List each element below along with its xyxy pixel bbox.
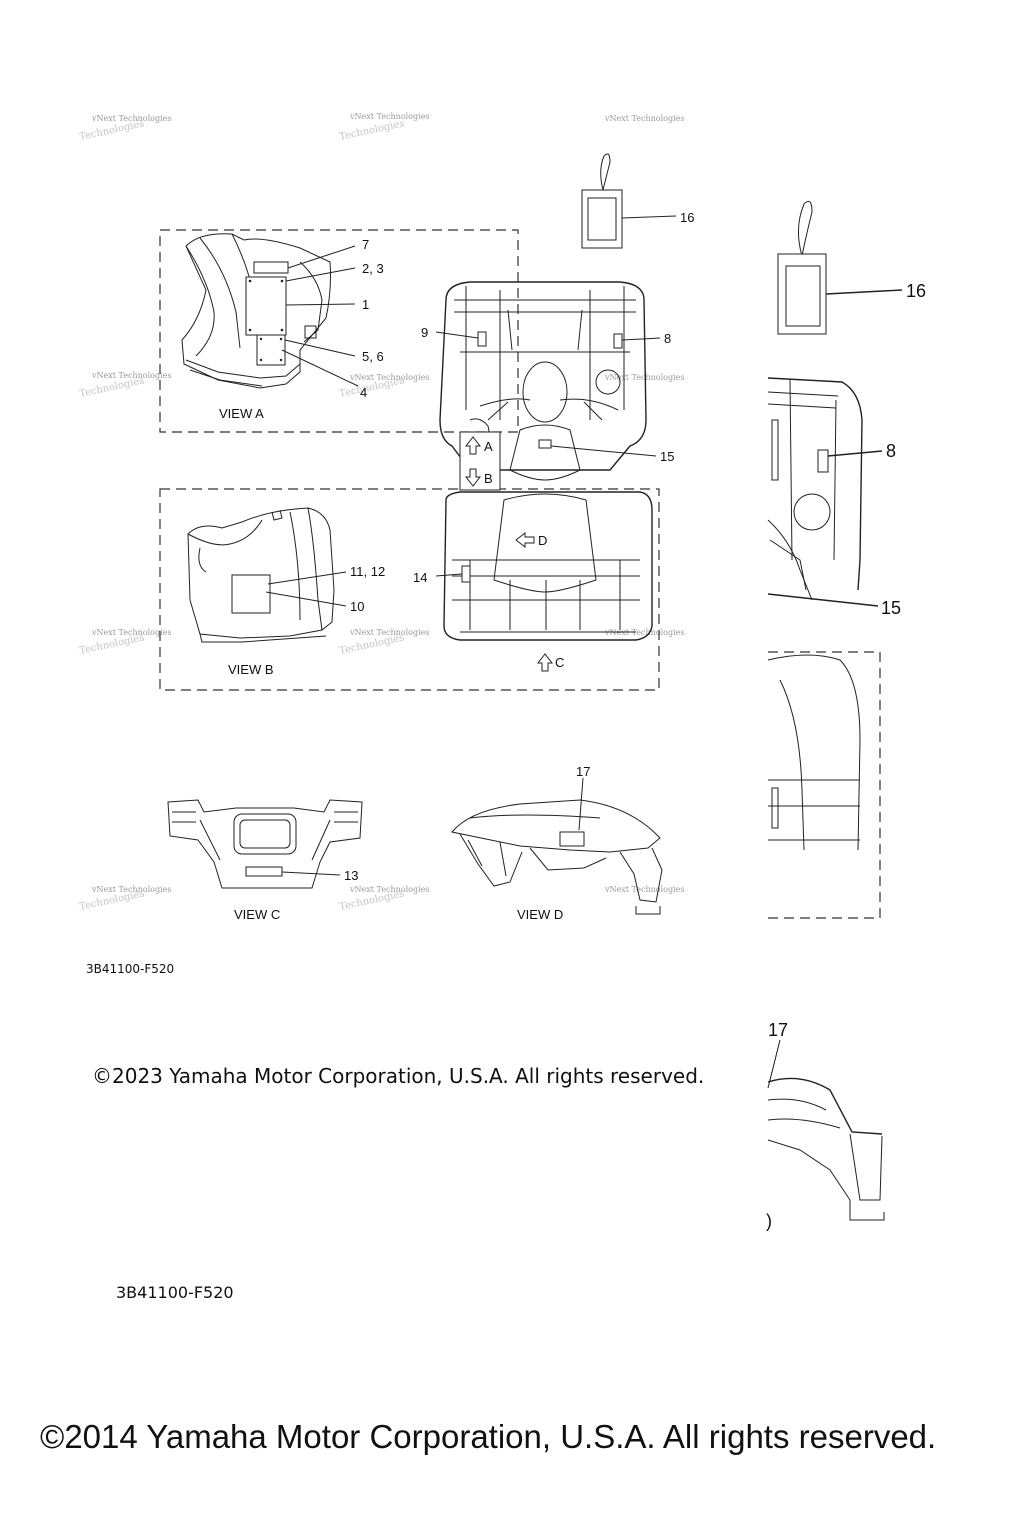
- callout-10: 10: [350, 599, 364, 614]
- callout-8: 8: [664, 331, 671, 346]
- view-c-cowl-illustration: [167, 799, 363, 889]
- label-9-decal: [477, 331, 487, 347]
- zoom-view-b-frame: [768, 651, 881, 919]
- watermarks: vNext Technologies vNext Technologies vN…: [78, 112, 684, 913]
- view-a-arrow: A: [464, 436, 493, 455]
- callout-16: 16: [680, 210, 694, 225]
- view-c-arrow-letter: C: [555, 655, 564, 670]
- callout-15: 15: [660, 449, 674, 464]
- zoom-fragment-view-d: [767, 1039, 885, 1221]
- warning-label-1-plate: [245, 276, 287, 336]
- watermark: vNext Technologies: [91, 885, 171, 894]
- zoom-label-8-decal: [817, 449, 829, 473]
- callout-14: 14: [413, 570, 427, 585]
- view-a-frame: [159, 229, 519, 433]
- zoom-callout-17: 17: [768, 1020, 788, 1040]
- label-17-decal: [559, 831, 585, 847]
- view-c-arrow: C: [536, 653, 564, 672]
- view-d-arrow: D: [515, 531, 547, 549]
- part-code-small: 3B41100-F520: [86, 962, 175, 976]
- view-a-arrow-letter: A: [484, 439, 493, 454]
- view-b-label: VIEW B: [228, 662, 274, 677]
- copyright-2014: ©2014 Yamaha Motor Corporation, U.S.A. A…: [40, 1418, 937, 1455]
- view-a-leaders: [281, 245, 359, 387]
- watermark: vNext Technologies: [349, 112, 429, 121]
- callout-7: 7: [362, 237, 369, 252]
- callout-9: 9: [421, 325, 428, 340]
- zoom-callout-16: 16: [906, 281, 926, 301]
- view-a-fender-illustration: [181, 233, 331, 389]
- watermark: vNext Technologies: [91, 114, 171, 123]
- view-b-arrow-letter: B: [484, 471, 493, 486]
- zoom-fragment-rear: [767, 654, 861, 851]
- zoom-callout-15: 15: [881, 598, 901, 618]
- watermark: vNext Technologies: [604, 373, 684, 382]
- zoom-view-d-fragment: ): [766, 1211, 772, 1231]
- label-15-decal: [538, 439, 552, 449]
- zoom-fragment-atv: [767, 377, 863, 601]
- hang-tag-16-illustration: [581, 153, 677, 249]
- callout-2-3: 2, 3: [362, 261, 384, 276]
- view-d-arrow-letter: D: [538, 533, 547, 548]
- view-b-leaders: [265, 571, 347, 607]
- view-d-label: VIEW D: [517, 907, 563, 922]
- watermark: vNext Technologies: [604, 628, 684, 637]
- watermark: vNext Technologies: [91, 628, 171, 637]
- watermark: vNext Technologies: [604, 114, 684, 123]
- watermark: vNext Technologies: [349, 628, 429, 637]
- callout-5-6: 5, 6: [362, 349, 384, 364]
- watermark: vNext Technologies: [604, 885, 684, 894]
- atv-top-view-illustration: [439, 281, 653, 641]
- view-c-label: VIEW C: [234, 907, 280, 922]
- view-d-leader: [578, 777, 584, 831]
- zoom-fragment-hang-tag: [777, 200, 903, 335]
- copyright-2023: ©2023 Yamaha Motor Corporation, U.S.A. A…: [92, 1064, 705, 1088]
- warning-label-10-plate: [231, 574, 271, 614]
- callout-1: 1: [362, 297, 369, 312]
- zoom-callout-8: 8: [886, 441, 896, 461]
- callout-13: 13: [344, 868, 358, 883]
- view-b-fender-illustration: [187, 507, 335, 643]
- label-13-decal: [245, 866, 283, 877]
- zoom-leader-15: [767, 593, 879, 607]
- view-arrow-panel: [459, 431, 501, 491]
- view-d-fender-illustration: [451, 799, 663, 915]
- view-c-leader: [281, 871, 341, 876]
- view-b-frame: [159, 488, 660, 691]
- view-b-arrow: B: [464, 468, 493, 487]
- callout-4: 4: [360, 385, 367, 400]
- zoom-leader-8: [827, 450, 883, 457]
- atv-leaders: [435, 331, 661, 577]
- part-code-large: 3B41100-F520: [116, 1283, 234, 1302]
- callout-11-12: 11, 12: [350, 564, 385, 579]
- label-14-decal: [461, 565, 471, 583]
- callout-17: 17: [576, 764, 590, 779]
- watermark: vNext Technologies: [349, 373, 429, 382]
- label-8-decal: [613, 333, 623, 349]
- label-7-decal: [253, 261, 289, 274]
- plate-rivets: [248, 279, 284, 362]
- watermark: vNext Technologies: [349, 885, 429, 894]
- watermark: vNext Technologies: [91, 371, 171, 380]
- watermark: Technologies: [338, 118, 405, 143]
- view-a-label: VIEW A: [219, 406, 264, 421]
